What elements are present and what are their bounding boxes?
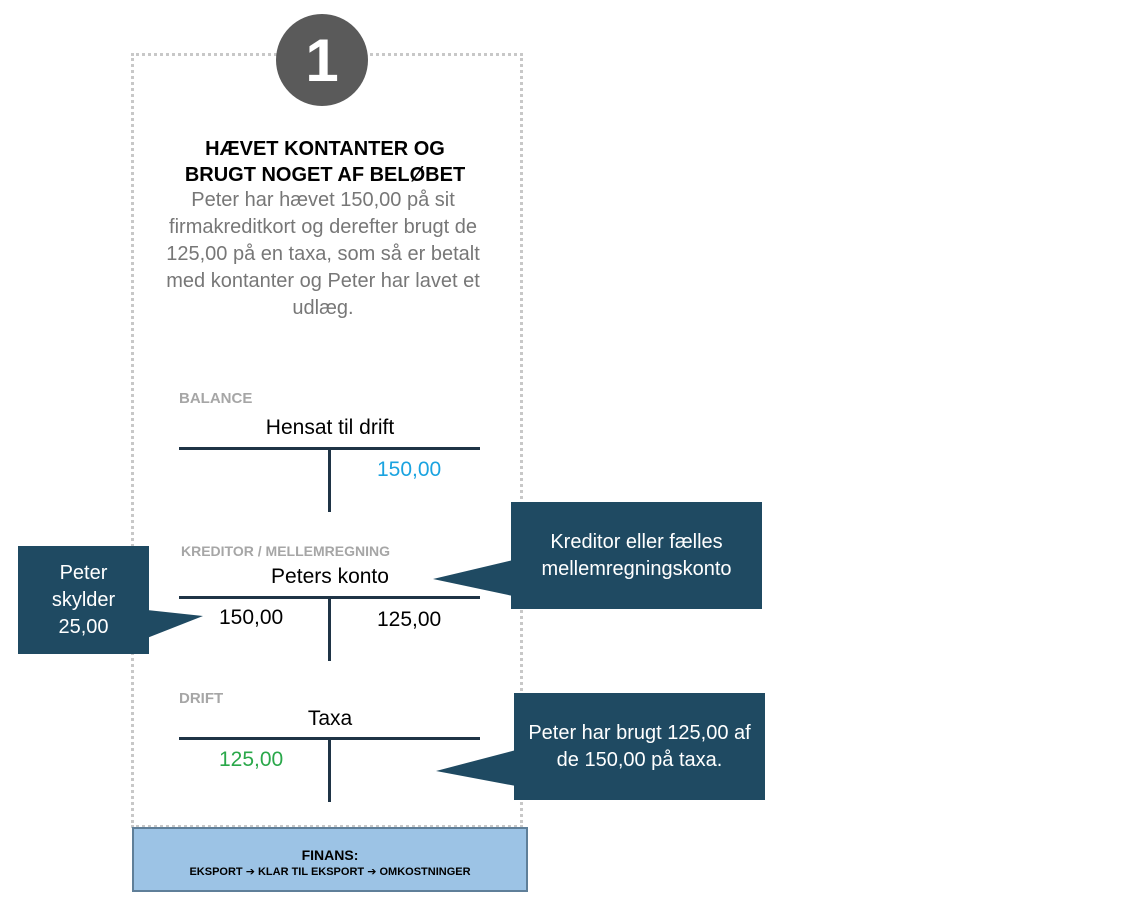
- callout-kreditor: Kreditor eller fælles mellemregningskont…: [511, 502, 762, 609]
- credit-amount-hensat: 150,00: [377, 458, 442, 481]
- section-label-kreditor: KREDITOR / MELLEMREGNING: [181, 543, 390, 559]
- account-name-hensat: Hensat til drift: [265, 416, 395, 439]
- t-account-vline-kreditor: [328, 596, 331, 661]
- callout-taxa-text: Peter har brugt 125,00 af de 150,00 på t…: [528, 721, 751, 771]
- finans-status-box: FINANS: EKSPORT ➔ KLAR TIL EKSPORT ➔ OMK…: [132, 827, 528, 892]
- arrow-right-icon: ➔: [367, 866, 377, 878]
- section-label-drift: DRIFT: [179, 690, 224, 707]
- step-title-line-2: BRUGT NOGET AF BELØBET: [184, 164, 466, 186]
- section-label-balance: BALANCE: [179, 390, 253, 407]
- step-title: HÆVET KONTANTER OG BRUGT NOGET AF BELØBE…: [150, 136, 500, 188]
- t-account-vline-balance: [328, 447, 331, 512]
- callout-kreditor-pointer: [433, 560, 513, 596]
- finans-flow-step-1: EKSPORT: [189, 866, 243, 878]
- callout-peter-skylder: Peter skylder 25,00: [18, 546, 149, 654]
- finans-title: FINANS:: [301, 847, 359, 863]
- step-number-badge: 1: [276, 14, 368, 106]
- callout-taxa: Peter har brugt 125,00 af de 150,00 på t…: [514, 693, 765, 800]
- t-account-vline-drift: [328, 737, 331, 802]
- account-name-peters-konto: Peters konto: [271, 565, 389, 588]
- callout-peter-skylder-text: Peter skylder 25,00: [51, 561, 116, 638]
- finans-flow-step-3: OMKOSTNINGER: [379, 866, 471, 878]
- finans-flow-step-2: KLAR TIL EKSPORT: [257, 866, 365, 878]
- arrow-right-icon: ➔: [245, 866, 255, 878]
- credit-amount-peters-konto: 125,00: [377, 608, 442, 631]
- debit-amount-taxa: 125,00: [219, 748, 284, 771]
- callout-taxa-pointer: [436, 750, 516, 786]
- step-description: Peter har hævet 150,00 på sit firmakredi…: [166, 189, 480, 319]
- finans-flow: EKSPORT ➔ KLAR TIL EKSPORT ➔ OMKOSTNINGE…: [134, 865, 526, 878]
- callout-kreditor-text: Kreditor eller fælles mellemregningskont…: [541, 530, 732, 580]
- step-title-line-1: HÆVET KONTANTER OG: [205, 138, 445, 160]
- callout-peter-skylder-pointer: [147, 610, 203, 638]
- account-name-taxa: Taxa: [307, 707, 353, 730]
- debit-amount-peters-konto: 150,00: [219, 606, 284, 629]
